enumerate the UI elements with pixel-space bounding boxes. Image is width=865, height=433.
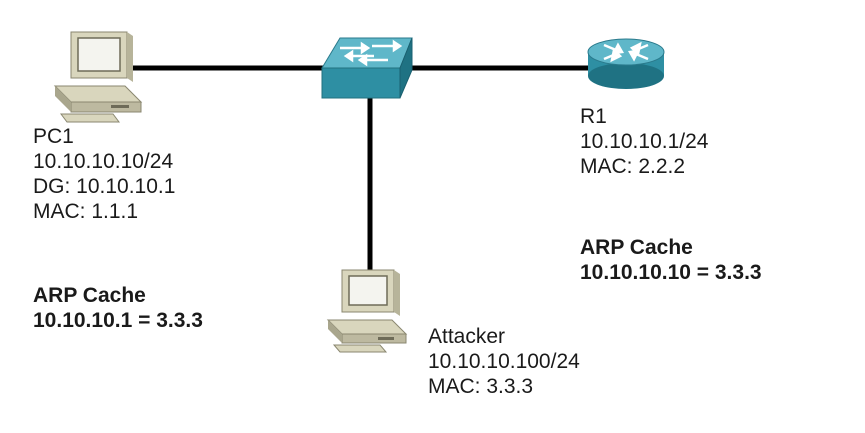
attacker-name: Attacker <box>428 325 506 348</box>
network-switch-icon <box>321 37 413 99</box>
pc1-gateway: DG: 10.10.10.1 <box>33 175 176 198</box>
pc1-info: PC1 10.10.10.10/24 DG: 10.10.10.1 MAC: 1… <box>33 124 175 224</box>
network-links <box>120 65 590 270</box>
r1-arp-cache: ARP Cache 10.10.10.10 = 3.3.3 <box>580 235 762 285</box>
r1-ip: 10.10.10.1/24 <box>580 130 709 153</box>
router-icon <box>587 38 665 89</box>
r1-arp-entry: 10.10.10.10 = 3.3.3 <box>580 261 762 284</box>
r1-info: R1 10.10.10.1/24 MAC: 2.2.2 <box>580 104 708 179</box>
desktop-computer-icon <box>326 269 408 353</box>
pc1-arp-title: ARP Cache <box>33 284 146 307</box>
desktop-computer-icon <box>53 31 143 123</box>
attacker-info: Attacker 10.10.10.100/24 MAC: 3.3.3 <box>428 324 580 399</box>
attacker-mac: MAC: 3.3.3 <box>428 375 534 398</box>
r1-arp-title: ARP Cache <box>580 236 693 259</box>
pc1-name: PC1 <box>33 125 74 148</box>
pc1-mac: MAC: 1.1.1 <box>33 200 139 223</box>
pc1-arp-cache: ARP Cache 10.10.10.1 = 3.3.3 <box>33 283 203 333</box>
r1-name: R1 <box>580 105 607 128</box>
attacker-ip: 10.10.10.100/24 <box>428 350 580 373</box>
pc1-arp-entry: 10.10.10.1 = 3.3.3 <box>33 309 203 332</box>
pc1-ip: 10.10.10.10/24 <box>33 150 174 173</box>
r1-mac: MAC: 2.2.2 <box>580 155 686 178</box>
